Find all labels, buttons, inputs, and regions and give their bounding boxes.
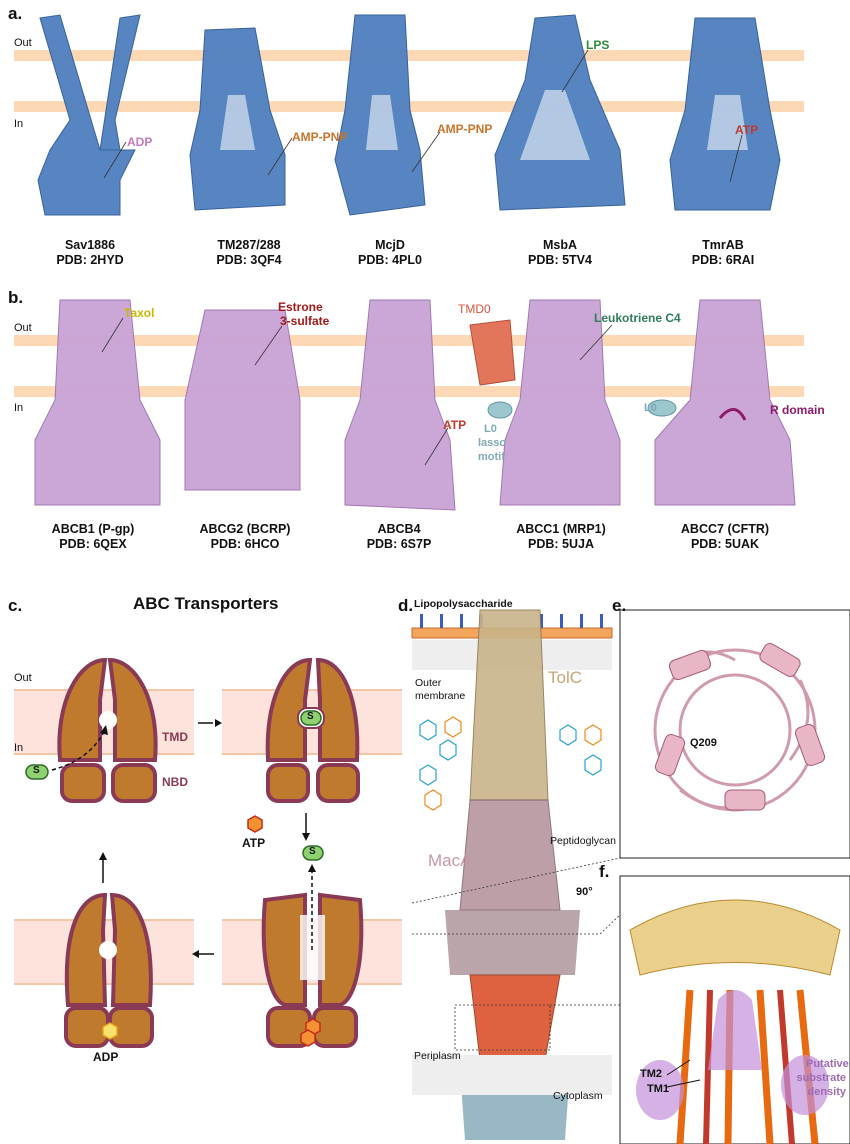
panel-c-in-label: In bbox=[14, 742, 23, 754]
a-ligand-tmrab: ATP bbox=[735, 123, 758, 137]
panel-e-label: e. bbox=[612, 596, 626, 616]
panel-d-maca: MacA bbox=[428, 851, 471, 871]
panel-f-density-1: Putative bbox=[806, 1058, 846, 1070]
panel-d-outer-2: membrane bbox=[415, 690, 465, 702]
panel-a-membrane-top bbox=[14, 50, 804, 61]
panel-c-out-label: Out bbox=[14, 672, 32, 684]
panel-c-atp-label: ATP bbox=[242, 836, 265, 850]
panel-d-label: d. bbox=[398, 596, 413, 616]
panel-c-adp-label: ADP bbox=[93, 1050, 118, 1064]
b-caption-2: ABCG2 (BCRP)PDB: 6HCO bbox=[170, 522, 320, 552]
b-caption-4: ABCC1 (MRP1)PDB: 5UJA bbox=[486, 522, 636, 552]
c4-tmd-left bbox=[264, 895, 305, 1005]
c-atp-hexagon bbox=[248, 816, 262, 832]
c2-tmd-right bbox=[318, 660, 357, 760]
c1-nbd-left bbox=[62, 765, 104, 801]
panel-f-label: f. bbox=[599, 862, 609, 882]
c1-substrate-label: S bbox=[33, 765, 40, 776]
abcc1-structure bbox=[500, 300, 620, 505]
panel-d-rotation: 90° bbox=[576, 886, 593, 898]
c3-nbd-left bbox=[66, 1008, 108, 1046]
panel-f-tm2: TM2 bbox=[640, 1068, 662, 1080]
panel-f-tm1: TM1 bbox=[647, 1083, 669, 1095]
panel-d-cytoplasm: Cytoplasm bbox=[553, 1090, 603, 1102]
panel-d-peptidoglycan: Peptidoglycan bbox=[550, 835, 616, 847]
c1-tmd-right bbox=[110, 660, 156, 760]
panel-c-title: ABC Transporters bbox=[133, 594, 278, 614]
c4-substrate-label: S bbox=[309, 846, 316, 857]
panel-e-residue: Q209 bbox=[690, 737, 717, 749]
panel-f-density-2: substrate bbox=[796, 1072, 846, 1084]
c3-adp-hexagon bbox=[103, 1023, 117, 1039]
panel-d-tolc: TolC bbox=[548, 668, 582, 688]
c4-tmd-right bbox=[320, 895, 361, 1005]
abcb1-structure bbox=[35, 300, 160, 505]
abcg2-structure bbox=[185, 310, 300, 490]
panel-b-in-label: In bbox=[14, 402, 23, 414]
b-ligand-estrone-1: Estrone bbox=[278, 300, 323, 314]
a-ligand-tm287: AMP-PNP bbox=[292, 130, 347, 144]
b-ligand-estrone-2: 3-sulfate bbox=[280, 314, 329, 328]
panel-c-label: c. bbox=[8, 596, 22, 616]
panel-d-outer-1: Outer bbox=[415, 677, 441, 689]
peptidoglycan-mesh-left bbox=[420, 720, 456, 785]
tmd0-structure bbox=[470, 320, 515, 385]
panel-d-lps-label: Lipopolysaccharide bbox=[414, 598, 513, 610]
c1-tmd-left bbox=[59, 660, 105, 760]
b-ligand-atp: ATP bbox=[443, 418, 466, 432]
a-ligand-mcjd: AMP-PNP bbox=[437, 122, 492, 136]
b-caption-1: ABCB1 (P-gp)PDB: 6QEX bbox=[18, 522, 168, 552]
tolc-structure bbox=[470, 610, 548, 800]
c1-cavity bbox=[99, 711, 117, 729]
macb-structure bbox=[470, 975, 560, 1060]
abcb4-structure bbox=[345, 300, 455, 510]
c2-nbd-right bbox=[318, 765, 358, 801]
panel-c-tmd-label: TMD bbox=[162, 730, 188, 744]
panel-b-out-label: Out bbox=[14, 322, 32, 334]
panel-c-nbd-label: NBD bbox=[162, 775, 188, 789]
panel-d-periplasm: Periplasm bbox=[414, 1050, 461, 1062]
c4-atp-hexagon-2 bbox=[301, 1030, 315, 1046]
b-lasso-l0: L0 bbox=[484, 423, 497, 435]
b-lasso-line: lasso bbox=[478, 437, 506, 449]
a-ligand-sav1886: ADP bbox=[127, 135, 152, 149]
c3-tmd-right bbox=[112, 895, 151, 1005]
panel-b-label: b. bbox=[8, 288, 23, 308]
c1-nbd-right bbox=[113, 765, 155, 801]
b-ligand-leukotriene: Leukotriene C4 bbox=[594, 311, 681, 325]
c2-nbd-left bbox=[268, 765, 308, 801]
b-motif-line: motif bbox=[478, 451, 505, 463]
panel-f-density-3: density bbox=[802, 1086, 846, 1098]
b-r-domain: R domain bbox=[770, 403, 825, 417]
c2-substrate-label: S bbox=[307, 711, 314, 722]
c3-cavity bbox=[99, 941, 117, 959]
abcc1-lasso-motif bbox=[488, 402, 512, 418]
maca-structure bbox=[460, 800, 560, 910]
b-tmd0-label: TMD0 bbox=[458, 302, 491, 316]
b-ligand-taxol: Taxol bbox=[124, 306, 154, 320]
a-ligand-msba: LPS bbox=[586, 38, 609, 52]
peptidoglycan-mesh-right bbox=[560, 725, 601, 775]
b-cftr-l0: L0 bbox=[644, 402, 657, 414]
b-caption-5: ABCC7 (CFTR)PDB: 5UAK bbox=[650, 522, 800, 552]
